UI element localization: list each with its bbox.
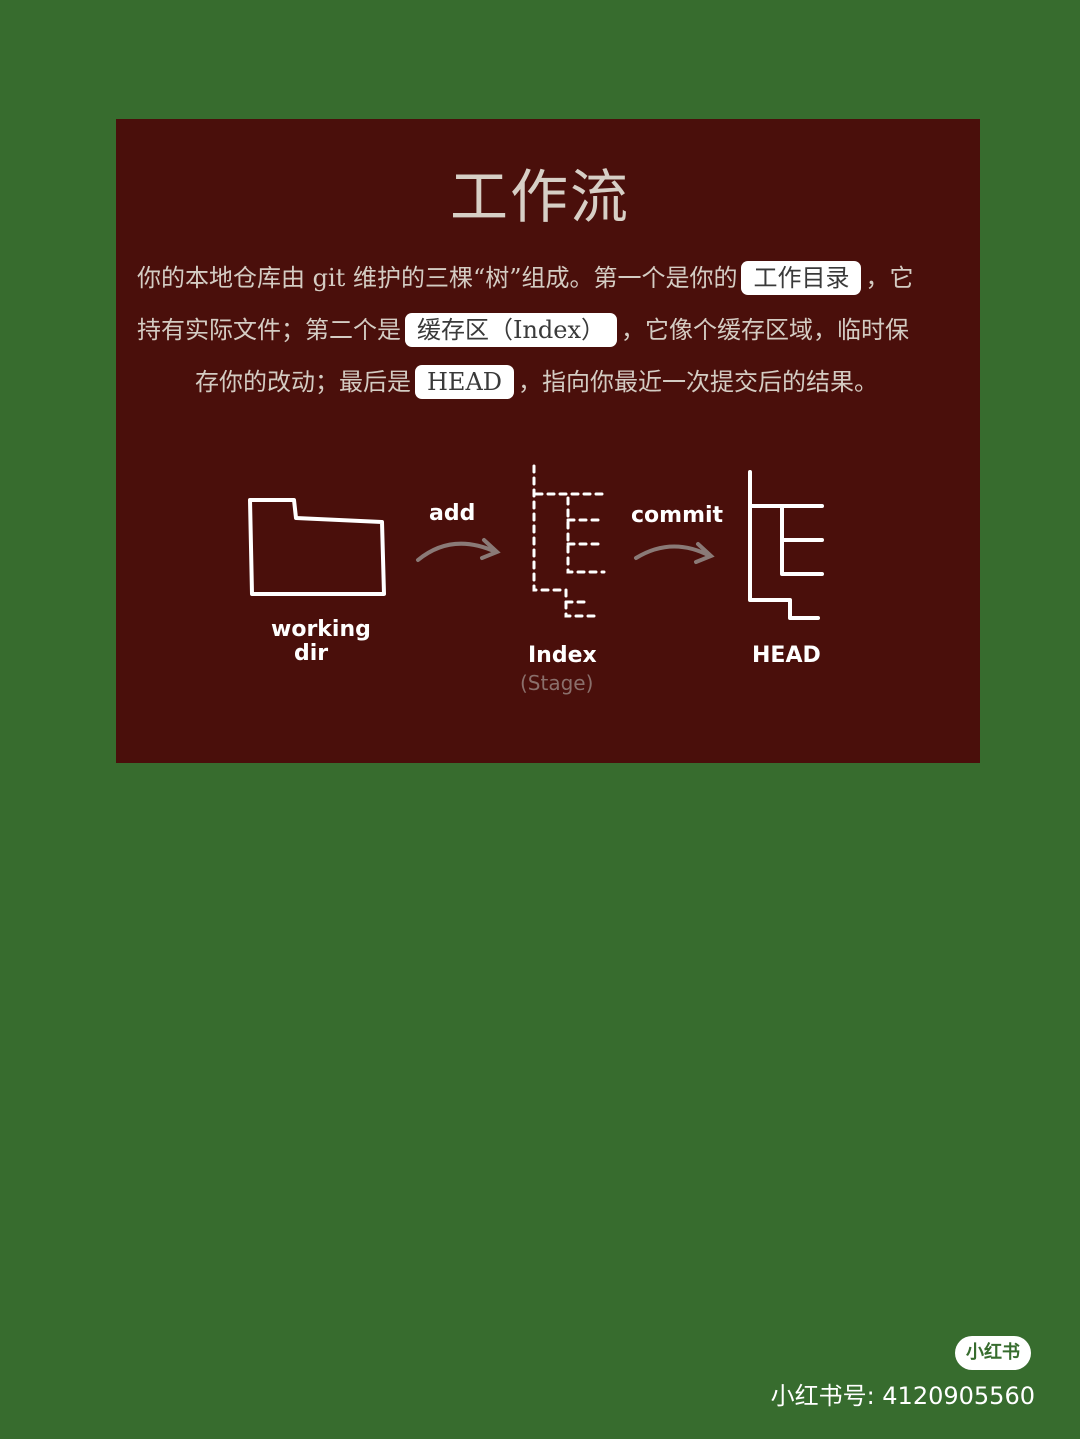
text-segment: ，它 — [865, 264, 914, 292]
text-segment: 你的本地仓库由 git 维护的三棵“树”组成。第一个是你的 — [137, 264, 738, 292]
index-tag: 缓存区（Index） — [405, 313, 618, 347]
page-title: 工作流 — [449, 163, 630, 231]
xiaohongshu-logo: 小红书 — [955, 1336, 1031, 1370]
commit-arrow-icon — [634, 542, 715, 564]
folder-icon — [248, 498, 386, 596]
add-arrow-label: add — [429, 501, 475, 526]
text-segment: 存你的改动；最后是 — [195, 368, 411, 396]
text-segment: ，指向你最近一次提交后的结果。 — [518, 368, 879, 396]
index-tree-icon — [532, 464, 606, 618]
working-dir-tag: 工作目录 — [741, 261, 862, 295]
head-tag: HEAD — [415, 365, 515, 399]
add-arrow-icon — [416, 538, 501, 562]
text-segment: 持有实际文件；第二个是 — [137, 316, 401, 344]
index-label: Index — [528, 643, 597, 668]
text-segment: ，它像个缓存区域，临时保 — [621, 316, 910, 344]
commit-arrow-label: commit — [631, 503, 724, 528]
working-dir-label: working — [271, 617, 371, 642]
workflow-card — [116, 119, 980, 763]
index-stage-label: (Stage) — [520, 671, 593, 695]
git-workflow-diagram: working dir add Index (Stage) commit HEA… — [248, 464, 824, 695]
working-dir-label-2: dir — [294, 641, 328, 666]
head-label: HEAD — [752, 643, 821, 668]
watermark-id: 小红书号: 4120905560 — [770, 1382, 1035, 1410]
head-tree-icon — [748, 470, 824, 620]
